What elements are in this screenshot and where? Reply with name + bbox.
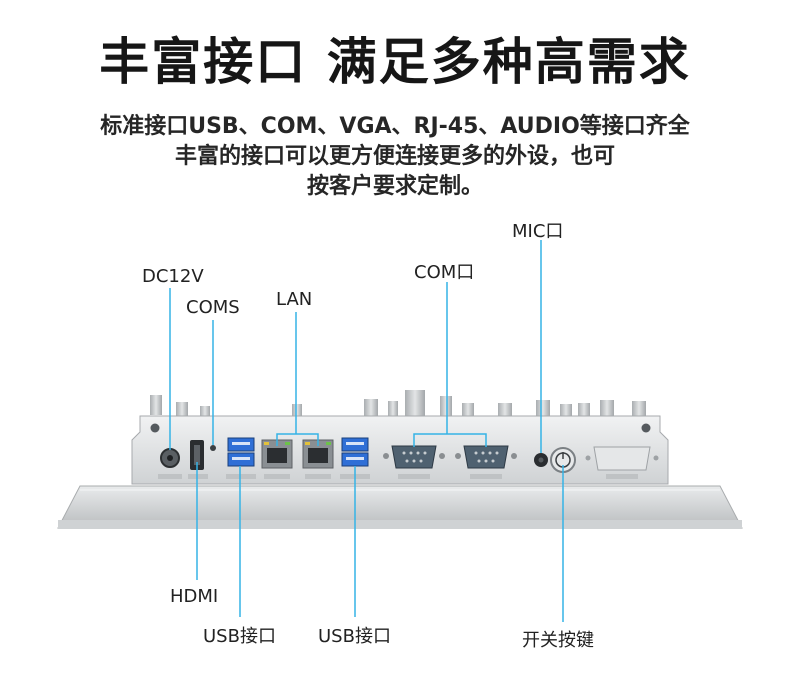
leader-com-branch <box>413 433 487 447</box>
description-line-3: 按客户要求定制。 <box>306 174 483 199</box>
leader-lan-branch <box>276 433 319 446</box>
label-mic: MIC口 <box>512 221 564 242</box>
label-coms: COMS <box>186 297 240 318</box>
label-power-button: 开关按键 <box>522 630 594 651</box>
usb-port-left <box>226 437 256 479</box>
com-port-1 <box>383 445 445 479</box>
leader-lines <box>169 240 564 622</box>
label-dc12v: DC12V <box>142 266 204 287</box>
label-com: COM口 <box>414 262 475 283</box>
front-bezel <box>57 485 743 529</box>
label-usb-left: USB接口 <box>203 626 276 647</box>
lan-port-2 <box>302 439 334 479</box>
mic-port <box>534 453 548 467</box>
heat-sink-fins <box>150 390 646 416</box>
hdmi-port <box>188 440 208 479</box>
label-usb-right: USB接口 <box>318 626 391 647</box>
description-line-2: 丰富的接口可以更方便连接更多的外设，也可 <box>174 144 615 169</box>
label-hdmi: HDMI <box>170 586 219 607</box>
label-lan: LAN <box>276 289 313 310</box>
coms-reset-hole <box>210 445 216 451</box>
com-port-2 <box>455 445 517 479</box>
description-line-1: 标准接口USB、COM、VGA、RJ-45、AUDIO等接口齐全 <box>100 114 690 139</box>
page-title: 丰富接口 满足多种高需求 <box>99 33 691 91</box>
blank-port-cover <box>585 446 659 479</box>
